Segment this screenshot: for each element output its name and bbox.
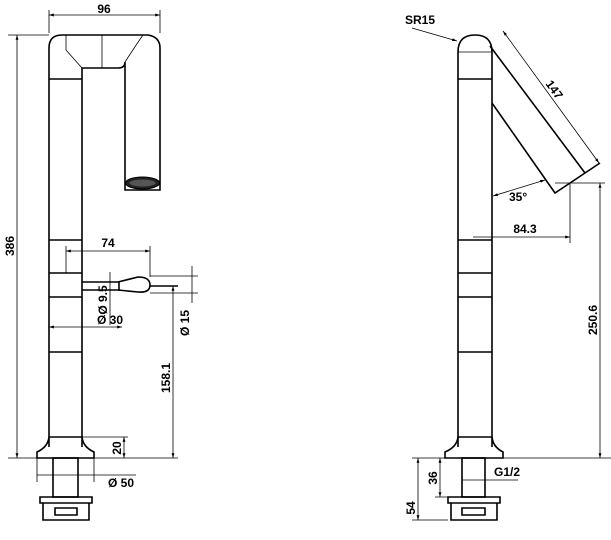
joint-lines [49,78,82,438]
front-view: 96 386 74 Ø 9.5 Ø 30 Ø 15 158.1 20 Ø 50 [3,2,198,521]
mounting-nut [39,496,93,521]
side-base-flange [444,436,504,459]
dim-base-height: 20 [110,441,124,455]
dim-thread: G1/2 [494,465,520,479]
dim-ext-50 [36,458,95,482]
side-mounting-nut [447,496,501,521]
side-view: SR15 147 35° 84.3 250.6 36 54 G1/2 [404,13,611,521]
dim-body-dia: Ø 30 [97,313,123,327]
dim-ext-84 [555,182,605,243]
dim-total-shank: 54 [404,501,418,515]
dim-handle-height: 158.1 [159,363,173,393]
dim-handle-reach: 74 [101,236,115,250]
side-shank [461,457,486,498]
dim-spout-length: 147 [543,77,566,102]
base-flange [36,436,95,459]
faucet-body-outline [48,34,161,447]
side-joint-lines [458,78,492,438]
dim-knob-dia: Ø 15 [178,310,192,336]
dim-width-top: 96 [97,2,111,16]
top-bend-lines [65,34,144,69]
dim-handle-dia: Ø 9.5 [96,285,110,315]
dim-ext-386 [8,34,178,459]
spout-outline [489,45,601,195]
sr15-leader [411,27,458,42]
shank [52,457,79,498]
dim-arc-35 [492,179,546,197]
aerator-mesh [129,179,156,187]
dim-spout-angle: 35° [509,190,527,204]
dim-top-radius: SR15 [405,13,435,27]
side-body-outline [457,34,493,447]
dim-overall-height: 386 [3,236,17,256]
dim-spout-offset: 84.3 [513,222,537,236]
dim-shank-length: 36 [426,471,440,485]
dim-spout-height: 250.6 [586,305,600,335]
dim-ext-15 [150,275,198,294]
dim-base-dia: Ø 50 [108,476,134,490]
dim-line-147 [502,30,600,164]
